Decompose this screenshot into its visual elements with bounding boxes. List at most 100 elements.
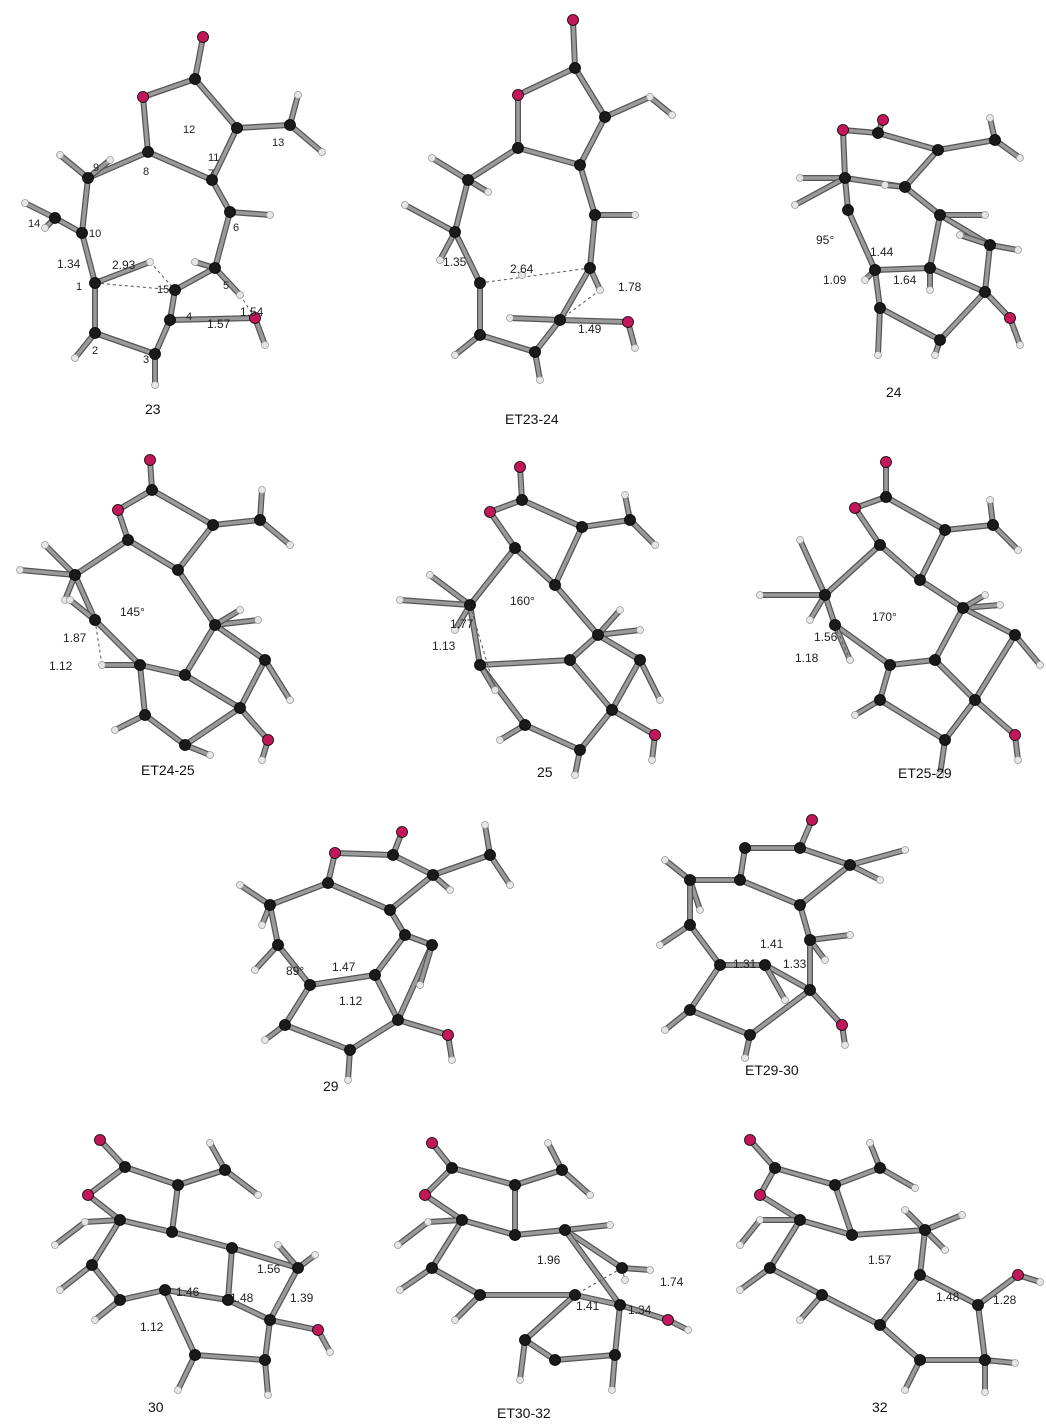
bond (688, 1008, 752, 1037)
carbon-atom (684, 1004, 696, 1016)
bond (230, 1246, 300, 1270)
carbon-atom (929, 654, 941, 666)
carbon-atom (924, 262, 936, 274)
bond (878, 1323, 922, 1362)
oxygen-atom (1009, 729, 1021, 741)
bond (333, 851, 395, 857)
bond (391, 853, 435, 877)
hydrogen-atom (656, 941, 664, 949)
atom-number-14: 14 (28, 218, 41, 230)
oxygen-atom (877, 114, 889, 126)
hydrogen-atom (258, 756, 266, 764)
oxygen-atom (1012, 1269, 1024, 1281)
carbon-atom (172, 1179, 184, 1191)
carbon-atom (914, 1354, 926, 1366)
hydrogen-atom (451, 1316, 459, 1324)
oxygen-atom (396, 826, 408, 838)
distance-label: 1.48 (936, 1290, 960, 1304)
bond (258, 518, 292, 547)
hydrogen-atom (396, 1286, 404, 1294)
oxygen-atom (82, 1189, 94, 1201)
carbon-atom (987, 519, 999, 531)
angle-label: 170° (872, 610, 897, 624)
bond (141, 95, 150, 154)
hydrogen-atom (41, 541, 49, 549)
carbon-atom (574, 744, 586, 756)
carbon-atom (549, 1354, 561, 1366)
carbon-atom (89, 614, 101, 626)
oxygen-atom (837, 124, 849, 136)
carbon-atom (989, 134, 1001, 146)
carbon-atom (744, 1029, 756, 1041)
bond (276, 943, 312, 987)
bond (460, 1218, 517, 1237)
bond (183, 673, 242, 710)
hydrogen-atom (651, 541, 659, 549)
bond (288, 123, 324, 154)
carbon-atom (426, 939, 438, 951)
carbon-atom (426, 1262, 438, 1274)
hydrogen-atom (631, 344, 639, 352)
bond (238, 658, 267, 710)
bond (603, 95, 652, 119)
carbon-atom (292, 1262, 304, 1274)
bond (553, 525, 584, 587)
carbon-atom (169, 284, 181, 296)
bond (93, 331, 157, 356)
bond (648, 95, 674, 117)
hydrogen-atom (446, 886, 454, 894)
hydrogen-atom (756, 591, 764, 599)
bond (388, 873, 435, 912)
bond (563, 1223, 612, 1232)
bond (973, 698, 1017, 737)
carbon-atom (589, 209, 601, 221)
bond (138, 663, 187, 677)
carbon-atom (684, 919, 696, 931)
bond (933, 606, 965, 662)
atom-number-12: 12 (183, 124, 196, 136)
distance-label: 1.49 (578, 322, 602, 336)
carbon-atom (509, 542, 521, 554)
carbon-atom (206, 174, 218, 186)
oxygen-atom (662, 1314, 674, 1326)
bond (513, 1228, 567, 1237)
dashed-bond (559, 289, 601, 321)
distance-label: 1.64 (893, 273, 917, 287)
distance-label: 1.46 (176, 1285, 200, 1299)
oxygen-atom (880, 456, 892, 468)
structure-label: 25 (537, 764, 553, 780)
bond (263, 658, 292, 702)
structure-label: ET29-30 (745, 1062, 799, 1078)
bond (808, 988, 844, 1027)
bond (798, 863, 852, 907)
oxygen-atom (622, 316, 634, 328)
carbon-atom (869, 264, 881, 276)
carbon-atom (89, 327, 101, 339)
bond (563, 1228, 622, 1307)
carbon-atom (231, 122, 243, 134)
bond (150, 488, 215, 527)
bond (210, 126, 239, 182)
distance-label: 1.48 (230, 1291, 254, 1305)
bond (833, 623, 892, 667)
bond (923, 1213, 964, 1232)
hydrogen-atom (1014, 246, 1022, 254)
bond (488, 510, 517, 550)
hydrogen-atom (1011, 1359, 1019, 1367)
bond (918, 528, 947, 582)
hydrogen-atom (621, 1276, 629, 1284)
carbon-atom (932, 144, 944, 156)
carbon-atom (462, 174, 474, 186)
hydrogen-atom (796, 536, 804, 544)
hydrogen-atom (151, 381, 159, 389)
carbon-atom (474, 659, 486, 671)
bond (453, 178, 470, 234)
carbon-atom (714, 959, 726, 971)
hydrogen-atom (91, 1316, 99, 1324)
structure-label: 29 (323, 1078, 339, 1094)
hydrogen-atom (66, 596, 74, 604)
bond (176, 568, 217, 627)
oxygen-atom (806, 814, 818, 826)
bond (516, 146, 582, 167)
carbon-atom (934, 209, 946, 221)
